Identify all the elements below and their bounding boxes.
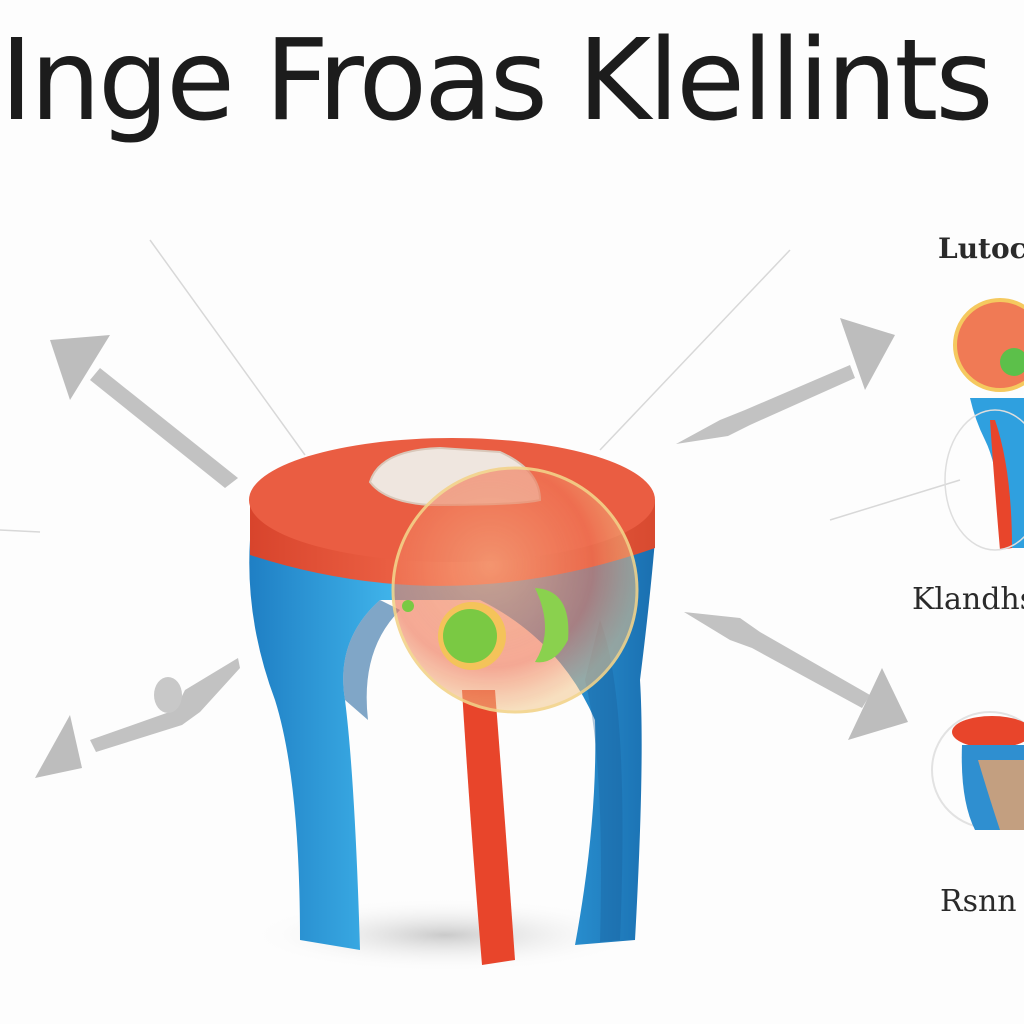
arrow-lower-right xyxy=(684,612,908,740)
arrow-upper-left xyxy=(50,335,238,488)
guide-lines xyxy=(0,239,961,533)
small-figure-top xyxy=(944,298,1024,551)
label-middle-right: Klandhs xyxy=(912,582,1024,617)
small-figure-bottom xyxy=(931,711,1024,830)
arrow-upper-right xyxy=(676,318,895,444)
main-structure xyxy=(249,438,656,965)
arrow-lower-left xyxy=(35,658,240,778)
diagram-title: Inge Froas Klellints Ker xyxy=(0,20,1024,144)
label-bottom-right: Rsnn xyxy=(940,884,1017,919)
label-top-right: Lutoc xyxy=(938,232,1024,265)
